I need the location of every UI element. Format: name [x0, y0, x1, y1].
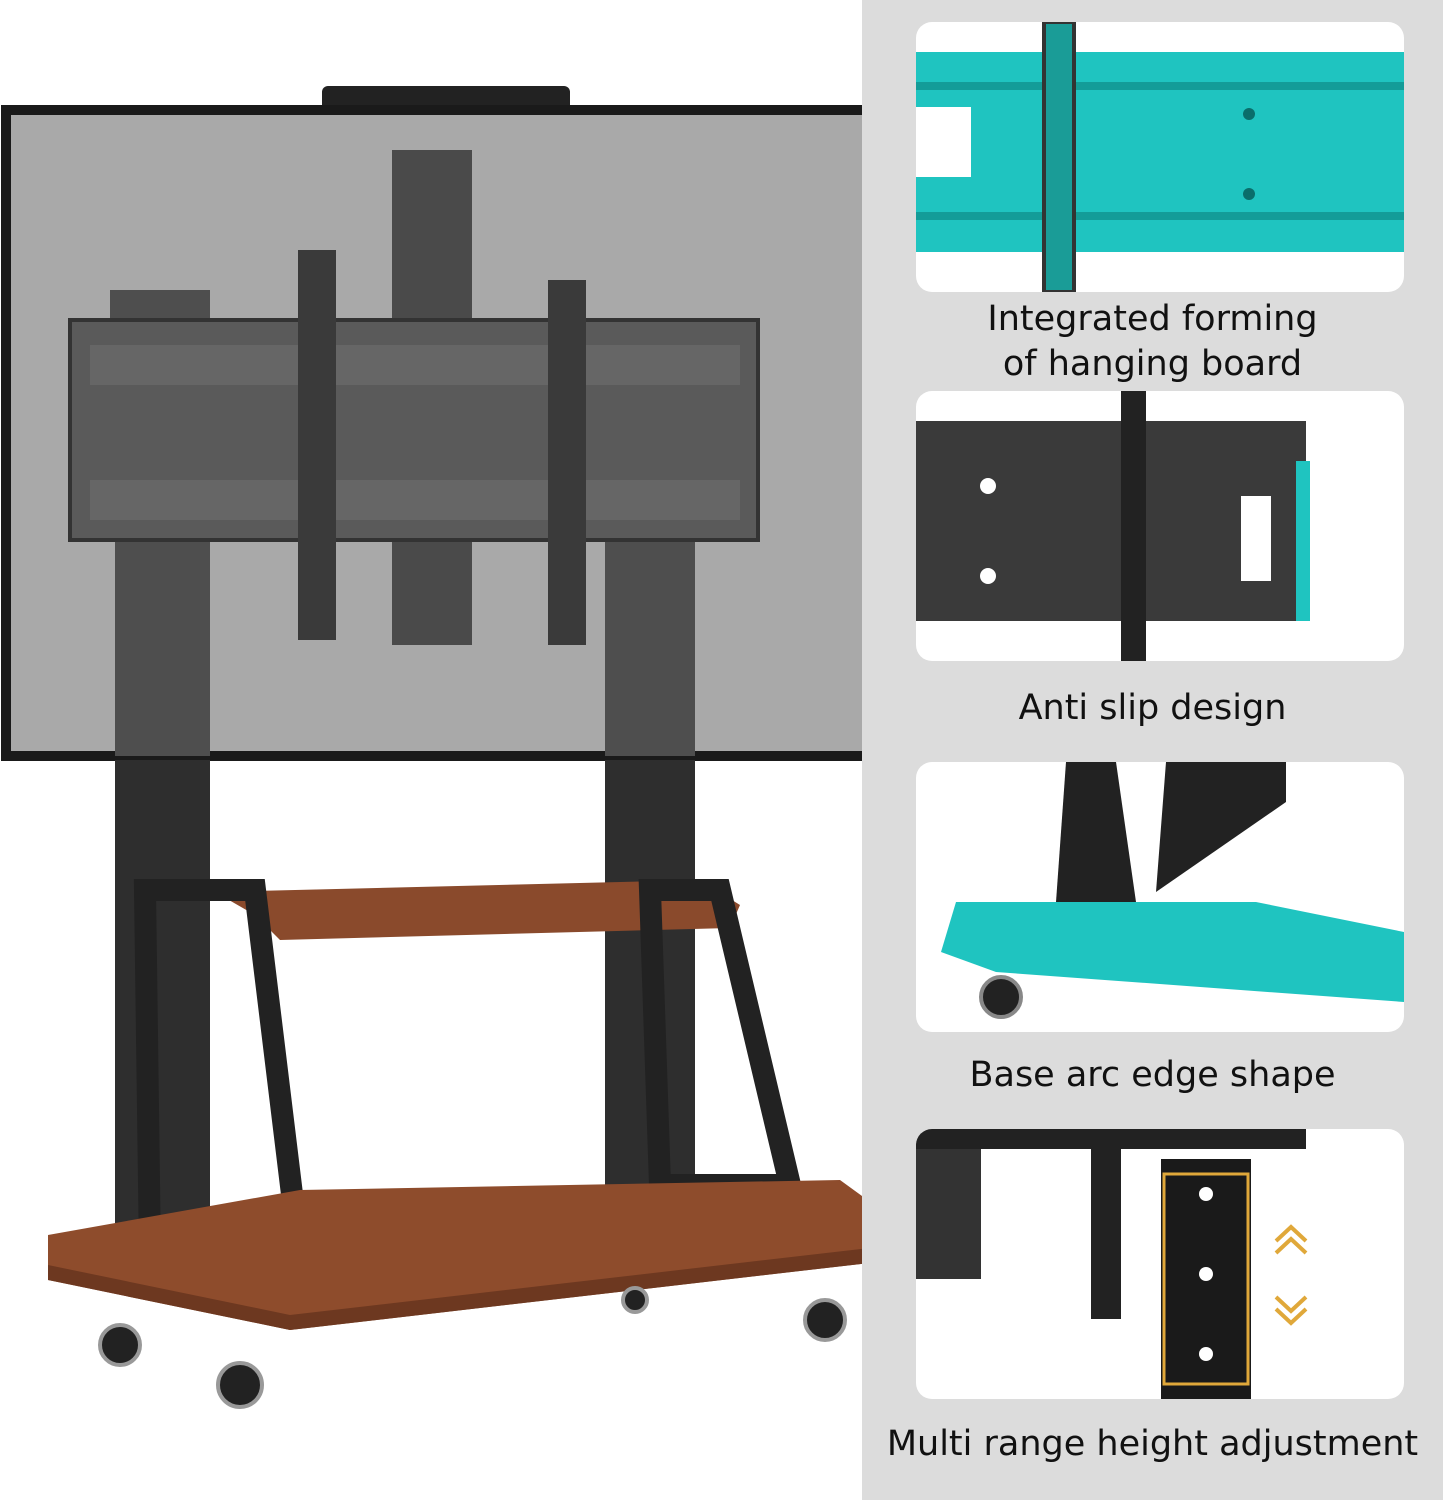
feature-caption: Base arc edge shape: [969, 1055, 1336, 1095]
feature-caption: Integrated forming: [987, 299, 1318, 339]
feature-card-hanging-board: [916, 22, 1404, 292]
product-image-tv-stand: [1, 86, 862, 1409]
chevron-down-icon: [1274, 1295, 1308, 1326]
feature-card-base-arc: [916, 762, 1404, 1032]
feature-caption: of hanging board: [1002, 344, 1303, 384]
feature-panel: Integrated forming of hanging board Anti…: [862, 0, 1443, 1500]
chevron-up-icon: [1274, 1224, 1308, 1255]
feature-card-anti-slip: [916, 391, 1404, 661]
middle-wood-shelf: [215, 880, 740, 940]
feature-caption: Anti slip design: [1018, 688, 1287, 728]
base-wood-board: [48, 1180, 862, 1330]
caster-wheels: [98, 1286, 847, 1409]
feature-card-height-adjust: [916, 1129, 1404, 1399]
feature-caption: Multi range height adjustment: [886, 1424, 1419, 1464]
